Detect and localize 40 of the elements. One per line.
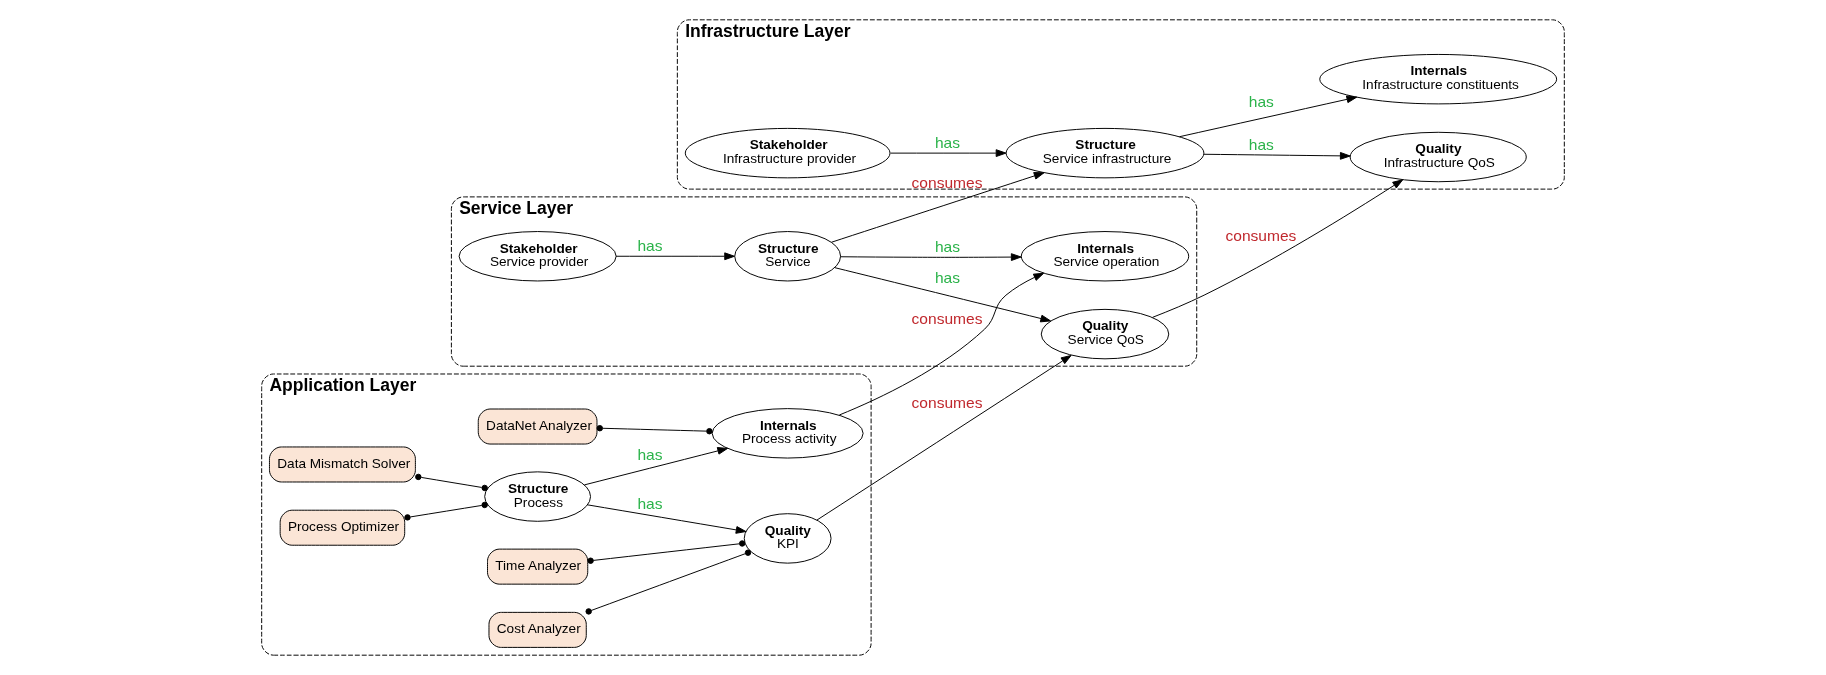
connector <box>585 549 752 615</box>
edge-label: has <box>637 446 663 464</box>
arrow <box>838 272 1045 416</box>
edge-label: consumes <box>1225 227 1297 245</box>
node-box: Data Mismatch Solver <box>268 446 416 483</box>
node-box: Cost Analyzer <box>488 611 587 648</box>
connector <box>587 540 746 564</box>
edge-label: has <box>1248 136 1274 154</box>
node-ellipse: Structure Service <box>734 231 842 282</box>
arrow <box>587 504 747 534</box>
arrow <box>1203 152 1351 160</box>
node-box: Time Analyzer <box>487 548 589 585</box>
edge-label: has <box>637 237 663 255</box>
node-ellipse: Stakeholder Service provider <box>458 231 617 282</box>
arrow <box>890 149 1007 157</box>
arrow <box>615 252 735 261</box>
edge-label: consumes <box>911 393 983 411</box>
arrow <box>1152 179 1404 318</box>
arrow <box>840 253 1022 261</box>
arrow <box>1179 95 1358 138</box>
edge-label: consumes <box>911 173 983 191</box>
node-box: Process Optimizer <box>279 509 406 546</box>
edge-label: has <box>934 269 960 287</box>
arrow <box>831 172 1045 243</box>
arrow <box>816 355 1072 521</box>
node-ellipse: Quality Infrastructure QoS <box>1349 131 1527 183</box>
connector <box>415 473 488 492</box>
connector <box>596 425 713 435</box>
node-ellipse: Structure Process <box>484 471 592 522</box>
edge-label: has <box>934 134 960 152</box>
arrow <box>583 447 729 486</box>
node-ellipse: Internals Process activity <box>711 408 864 459</box>
edge-label: has <box>934 238 960 256</box>
arrow <box>834 267 1052 323</box>
edge-label: has <box>637 495 663 513</box>
connector <box>404 501 488 521</box>
node-ellipse: Stakeholder Infrastructure provider <box>684 127 891 179</box>
edge-label: consumes <box>911 310 983 328</box>
edge-label: has <box>1248 93 1274 111</box>
node-box: DataNet Analyzer <box>477 408 598 445</box>
